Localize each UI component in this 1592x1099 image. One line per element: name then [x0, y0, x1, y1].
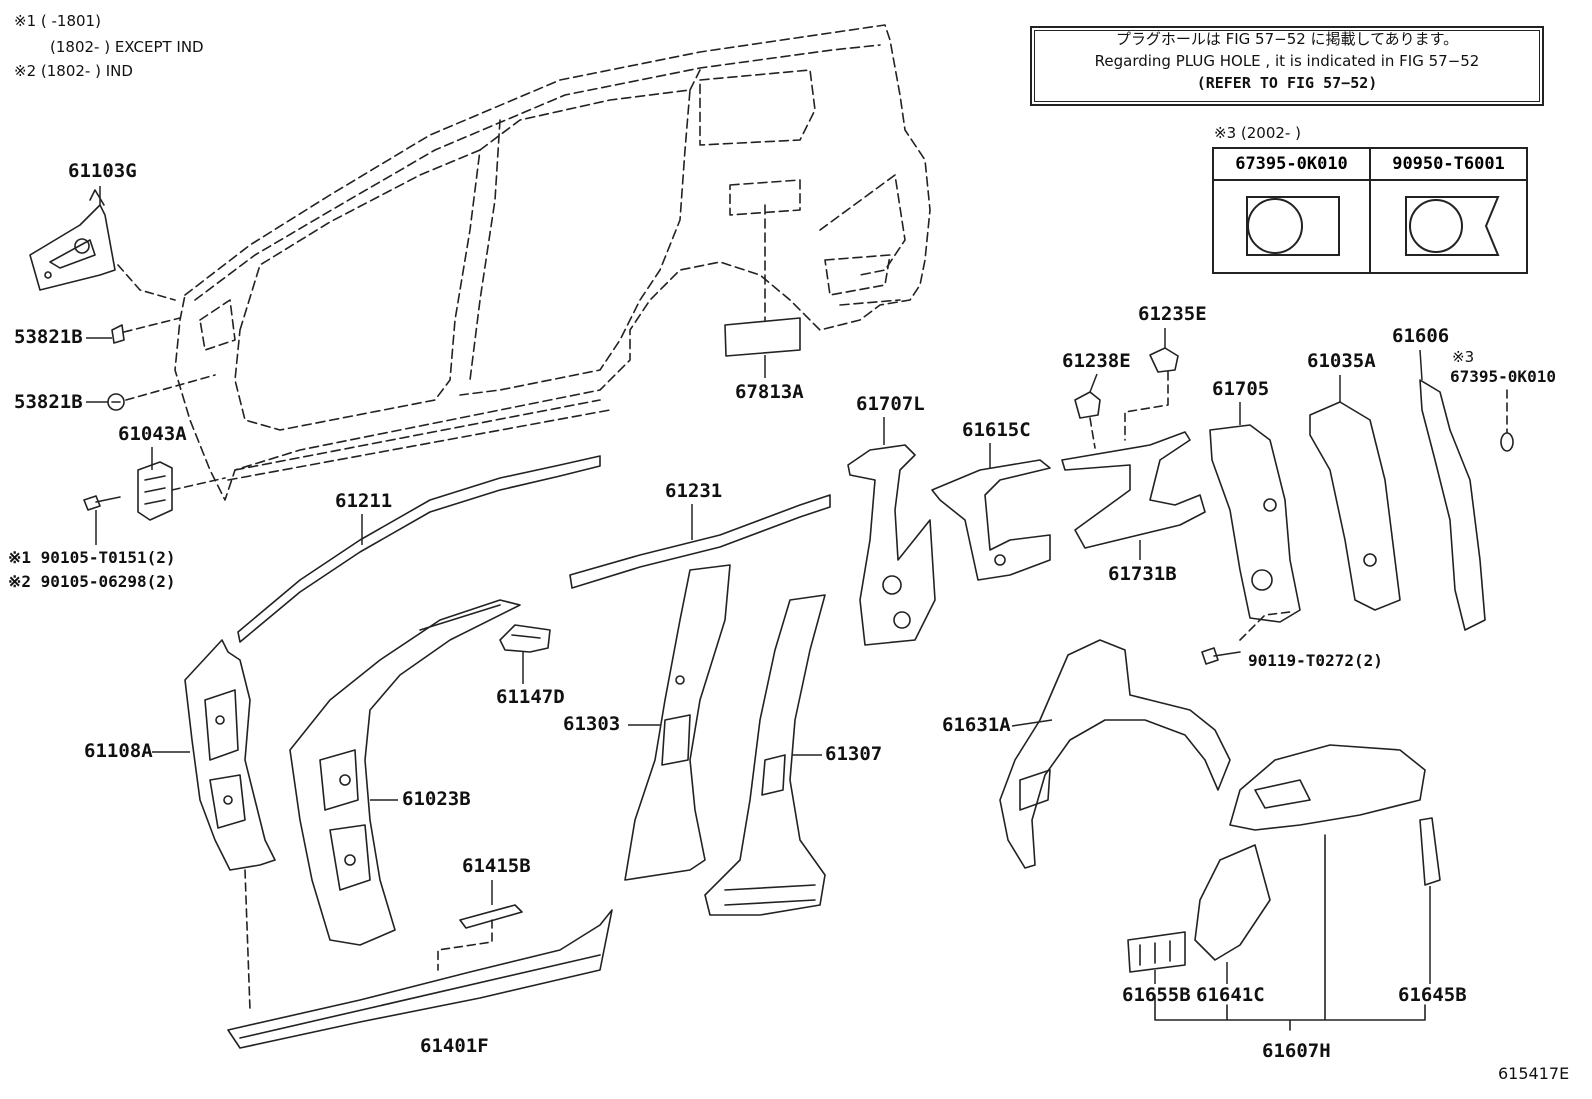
options-cell-2: [1369, 179, 1528, 274]
part-61035a: [1309, 401, 1401, 611]
label-61631a: 61631A: [942, 714, 1011, 736]
leader-61108a-down: [244, 869, 251, 1011]
options-col-1: 67395-0K010: [1212, 147, 1371, 181]
bolt-90105: [83, 495, 121, 511]
part-61103g: [29, 189, 116, 291]
leader-61235e: [1124, 371, 1169, 441]
label-61401f: 61401F: [420, 1035, 489, 1057]
label-53821b-b: 53821B: [14, 391, 83, 413]
figure-id: 615417E: [1498, 1064, 1570, 1083]
label-note3-part: 67395-0K010: [1450, 367, 1556, 386]
label-61238e: 61238E: [1062, 350, 1131, 372]
leader-61415b: [437, 919, 493, 971]
part-61231: [569, 494, 831, 589]
plug-hole-note-ref: (REFER TO FIG 57−52): [1196, 74, 1378, 92]
leader-61103g: [117, 264, 176, 301]
plug-hole-note-jp: プラグホールは FIG 57−52 に掲載してあります。: [1115, 30, 1459, 48]
label-61147d: 61147D: [496, 686, 565, 708]
label-61655b: 61655B: [1122, 984, 1191, 1006]
legend-note-1: ※1 ( -1801): [14, 12, 101, 30]
legend-note-3: ※2 (1802- ) IND: [14, 62, 133, 80]
label-note3-mark: ※3: [1452, 348, 1475, 366]
label-61235e: 61235E: [1138, 303, 1207, 325]
part-61303: [624, 564, 731, 881]
label-61307: 61307: [825, 743, 883, 765]
part-61043a: [137, 461, 173, 521]
leader-61607h: [1154, 834, 1426, 1031]
part-61615c: [931, 459, 1051, 581]
body-side-outer-panel: [174, 24, 931, 501]
label-61231: 61231: [665, 480, 723, 502]
part-61631a: [999, 639, 1231, 869]
label-61108a: 61108A: [84, 740, 153, 762]
label-61211: 61211: [335, 490, 393, 512]
part-61023b: [289, 599, 521, 946]
leader-53821b-b: [125, 374, 216, 401]
part-61238e: [1074, 391, 1101, 419]
label-61607h: 61607H: [1262, 1040, 1331, 1062]
part-61108a: [184, 639, 276, 871]
plug-67395: [1500, 432, 1514, 452]
legend-note-2: (1802- ) EXCEPT IND: [50, 38, 204, 56]
part-61147d: [499, 624, 551, 653]
label-61615c: 61615C: [962, 419, 1031, 441]
part-61211: [237, 455, 601, 643]
leader-61705-bolt: [1239, 611, 1291, 641]
label-53821b-a: 53821B: [14, 326, 83, 348]
part-61607h: [1127, 744, 1441, 973]
label-61641c: 61641C: [1196, 984, 1265, 1006]
plug-hole-note-box: プラグホールは FIG 57−52 に掲載してあります。 Regarding P…: [1030, 26, 1544, 106]
label-61645b: 61645B: [1398, 984, 1467, 1006]
options-cell-1: [1212, 179, 1371, 274]
label-61303: 61303: [563, 713, 621, 735]
part-61707l: [847, 444, 936, 646]
bolt-90119: [1201, 647, 1241, 665]
label-61035a: 61035A: [1307, 350, 1376, 372]
leader-61043a: [171, 477, 226, 491]
label-61606: 61606: [1392, 325, 1450, 347]
label-panel-67813a: [724, 317, 801, 357]
part-61307: [704, 594, 826, 916]
options-table-title: ※3 (2002- ): [1214, 124, 1301, 142]
leader-61238e: [1089, 417, 1096, 449]
part-61415b: [459, 904, 523, 929]
label-61043a: 61043A: [118, 423, 187, 445]
label-61103g: 61103G: [68, 160, 137, 182]
leader-53821b-a: [123, 317, 181, 333]
label-fastener-2: ※2 90105-06298(2): [8, 572, 176, 591]
part-53821b-clip: [111, 324, 125, 344]
part-61705: [1209, 424, 1301, 623]
label-fastener-1: ※1 90105-T0151(2): [8, 548, 176, 567]
options-col-2: 90950-T6001: [1369, 147, 1528, 181]
label-61707l: 61707L: [856, 393, 925, 415]
label-61415b: 61415B: [462, 855, 531, 877]
options-table: 67395-0K010 90950-T6001: [1212, 147, 1528, 274]
label-67813a: 67813A: [735, 381, 804, 403]
part-61731b: [1061, 431, 1206, 549]
plug-hole-note-en: Regarding PLUG HOLE , it is indicated in…: [1094, 52, 1480, 70]
label-61731b: 61731B: [1108, 563, 1177, 585]
notched-plug-icon: [1404, 196, 1499, 256]
part-61606: [1419, 379, 1486, 631]
square-plug-icon: [1245, 196, 1340, 256]
label-61705: 61705: [1212, 378, 1270, 400]
label-61023b: 61023B: [402, 788, 471, 810]
part-61401f: [227, 909, 613, 1049]
label-fastener-3: 90119-T0272(2): [1248, 651, 1383, 670]
part-61235e: [1149, 347, 1179, 373]
